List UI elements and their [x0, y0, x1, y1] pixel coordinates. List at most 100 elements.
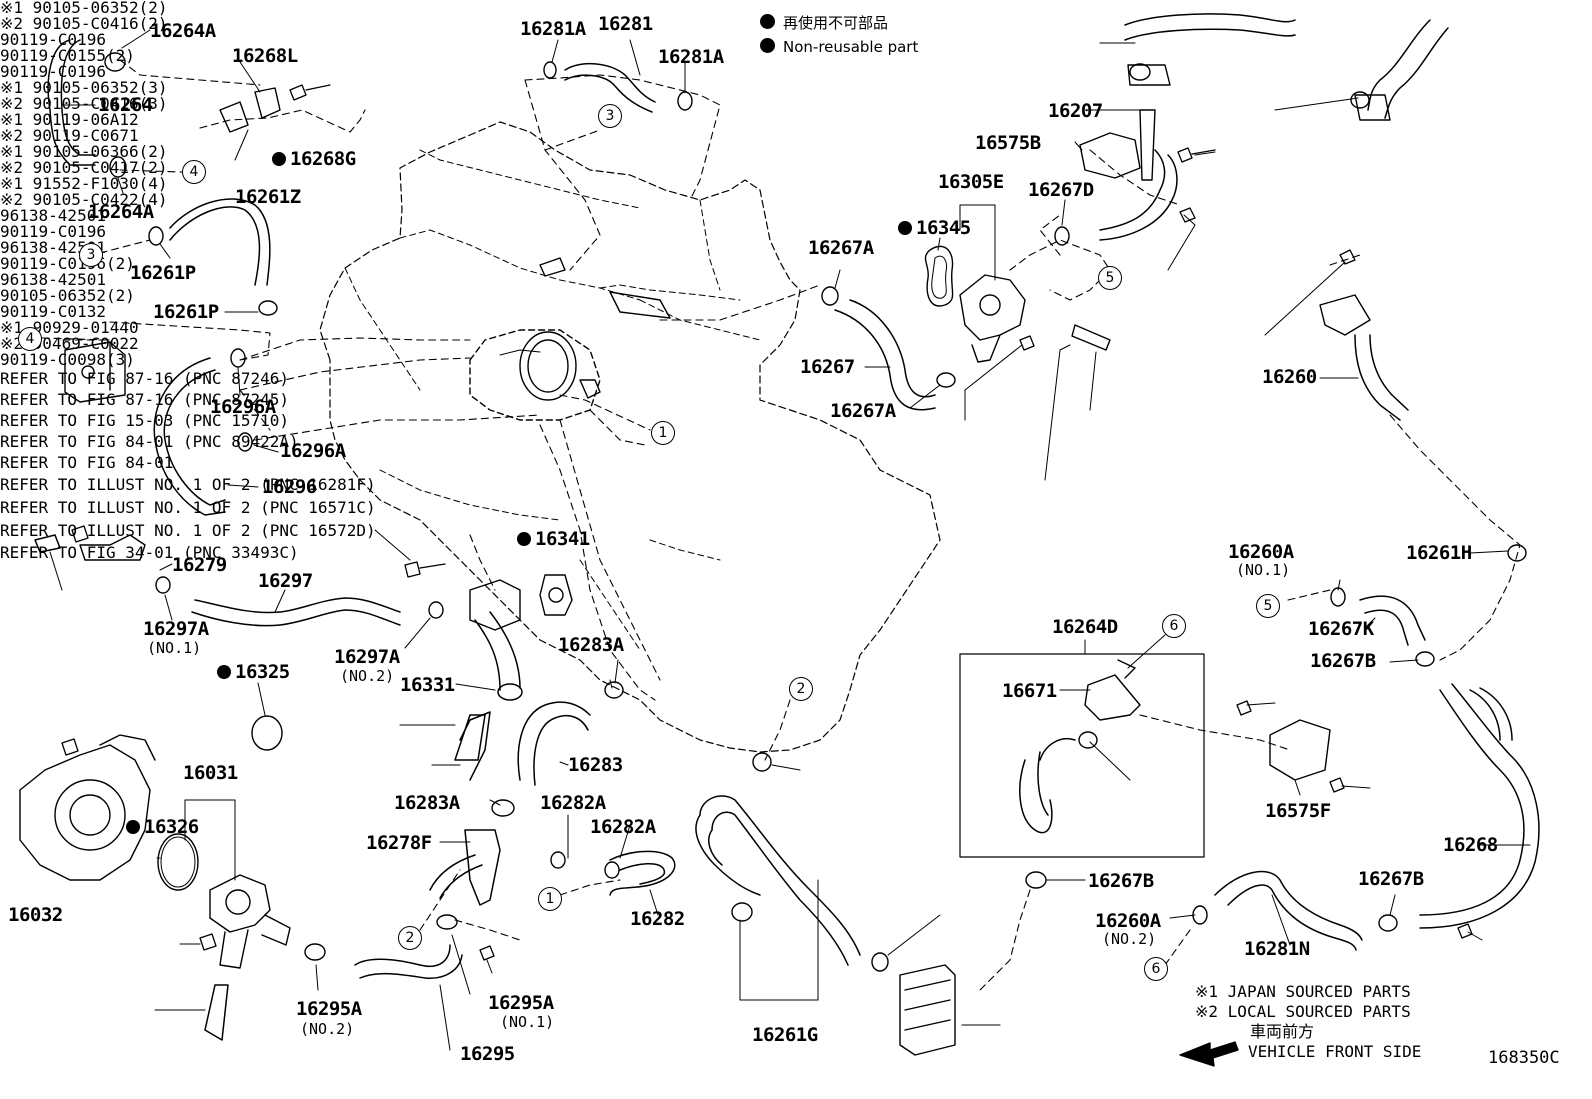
- part-label: 16032: [8, 904, 63, 926]
- part-label-non-reusable: 16341: [517, 530, 590, 549]
- connection-marker-2: 2: [789, 677, 813, 701]
- part-label: 16264D: [1052, 616, 1118, 638]
- bolts: [61, 84, 1473, 961]
- bolt-label: ※1 91552-F1030(4): [0, 174, 168, 193]
- legend-non-reusable-jp: 再使用不可部品: [760, 12, 888, 33]
- reference-note: REFER TO ILLUST NO. 1 OF 2 (PNC 16572D): [0, 521, 376, 540]
- connection-marker-3: 3: [598, 104, 622, 128]
- part-label: 16261P: [153, 301, 219, 323]
- part-label: 16207: [1048, 100, 1103, 122]
- part-label: 16264A: [88, 201, 154, 223]
- connection-marker-3: 3: [79, 243, 103, 267]
- part-label: 16282A: [540, 792, 606, 814]
- non-reusable-dot-icon: [126, 820, 140, 834]
- part-label: 16264: [98, 94, 153, 116]
- non-reusable-dot-icon: [898, 221, 912, 235]
- part-label: 16268: [1443, 834, 1498, 856]
- part-label-non-reusable: 16326: [126, 818, 199, 837]
- reference-note: REFER TO FIG 87-16 (PNC 87245): [0, 390, 289, 409]
- part-label: 16283A: [394, 792, 460, 814]
- bolt-label: ※1 90105-06352(2): [0, 0, 168, 17]
- part-label: 16283A: [558, 634, 624, 656]
- part-label: 16331: [400, 674, 455, 696]
- part-label: 16261P: [130, 262, 196, 284]
- non-reusable-dot-icon: [760, 38, 775, 53]
- bolt-label: ※1 90105-06352(3): [0, 78, 168, 97]
- bolt-label: 90119-C0196: [0, 222, 106, 241]
- bolt-label: 90119-C0098(3): [0, 350, 135, 369]
- sourcing-note-japan: ※1 JAPAN SOURCED PARTS: [1195, 982, 1411, 1001]
- part-label: 16267: [800, 356, 855, 378]
- non-reusable-dot-icon: [217, 665, 231, 679]
- connection-marker-6: 6: [1162, 614, 1186, 638]
- part-label: 16283: [568, 754, 623, 776]
- reference-note: REFER TO ILLUST NO. 1 OF 2 (PNC 16281F): [0, 475, 376, 494]
- part-label: 16296: [262, 476, 317, 498]
- part-label: 16267D: [1028, 179, 1094, 201]
- bolt-label: 96138-42501: [0, 270, 106, 289]
- part-sublabel: (NO.2): [340, 667, 395, 685]
- reference-note: REFER TO FIG 15-03 (PNC 15710): [0, 411, 289, 430]
- bolt-label: 90105-06352(2): [0, 286, 135, 305]
- components: [19, 64, 1391, 1056]
- part-label: 16295: [460, 1043, 515, 1065]
- figure-id: 168350C: [1488, 1048, 1560, 1068]
- bolt-label: 90119-C0132: [0, 302, 106, 321]
- part-label: 16297: [258, 570, 313, 592]
- part-label: 16296A: [280, 440, 346, 462]
- part-label: 16305E: [938, 171, 1004, 193]
- part-label: 16295A: [488, 992, 554, 1014]
- bolt-label: 90119-C0196: [0, 30, 106, 49]
- part-label: 16575B: [975, 132, 1041, 154]
- part-label: 16297A: [143, 618, 209, 640]
- reference-note: REFER TO FIG 87-16 (PNC 87246): [0, 369, 289, 388]
- leader-lines: [49, 29, 1531, 1051]
- gaskets: [157, 245, 954, 891]
- connection-lines: [41, 59, 1521, 991]
- part-label: 16264A: [150, 20, 216, 42]
- part-label: 16260A: [1095, 910, 1161, 932]
- front-side-label-jp: 車両前方: [1250, 1022, 1315, 1041]
- non-reusable-dot-icon: [517, 532, 531, 546]
- part-label: 16296A: [210, 396, 276, 418]
- reference-note: REFER TO ILLUST NO. 1 OF 2 (PNC 16571C): [0, 498, 376, 517]
- part-label: 16281N: [1244, 938, 1310, 960]
- non-reusable-dot-icon: [760, 14, 775, 29]
- sourcing-note-local: ※2 LOCAL SOURCED PARTS: [1195, 1002, 1411, 1021]
- connection-marker-4: 4: [182, 160, 206, 184]
- connection-marker-6: 6: [1144, 957, 1168, 981]
- connection-marker-4: 4: [18, 327, 42, 351]
- bolt-label: 96138-42501: [0, 206, 106, 225]
- part-label: 16281A: [658, 46, 724, 68]
- part-label: 16267B: [1310, 650, 1376, 672]
- legend-non-reusable-en: Non-reusable part: [760, 38, 918, 56]
- part-label: 16282A: [590, 816, 656, 838]
- part-label: 16282: [630, 908, 685, 930]
- connection-marker-2: 2: [398, 926, 422, 950]
- part-label: 16267A: [808, 237, 874, 259]
- bolt-label: ※1 90119-06A12: [0, 110, 139, 129]
- front-arrow: [1179, 1041, 1239, 1067]
- reference-note: REFER TO FIG 84-01 (PNC 89422A): [0, 432, 299, 451]
- part-label: 16031: [183, 762, 238, 784]
- part-label-non-reusable: 16268G: [272, 150, 356, 169]
- part-label: 16575F: [1265, 800, 1331, 822]
- connection-marker-1: 1: [651, 421, 675, 445]
- part-sublabel: (NO.1): [500, 1013, 555, 1031]
- bolt-label: 90119-C0196: [0, 62, 106, 81]
- part-label: 16671: [1002, 680, 1057, 702]
- part-label: 16267K: [1308, 618, 1374, 640]
- clamps: [104, 52, 1527, 972]
- front-side-label-en: VEHICLE FRONT SIDE: [1248, 1042, 1422, 1061]
- engine-block: [319, 121, 941, 753]
- part-sublabel: (NO.1): [147, 639, 202, 657]
- bolt-label: ※2 90105-C0416(2): [0, 14, 168, 33]
- non-reusable-dot-icon: [272, 152, 286, 166]
- part-label: 16267A: [830, 400, 896, 422]
- part-label: 16268L: [232, 45, 298, 67]
- bolt-label: ※2 90119-C0671: [0, 126, 139, 145]
- reference-note: REFER TO FIG 34-01 (PNC 33493C): [0, 543, 299, 562]
- bolt-label: ※1 90105-06366(2): [0, 142, 168, 161]
- bolt-label: ※2 90105-C0416(3): [0, 94, 168, 113]
